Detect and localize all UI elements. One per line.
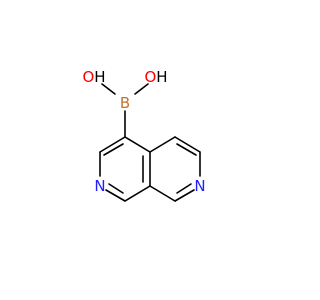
atom-nitrogen-left: N [94,177,105,195]
bond-c1-c8a [124,185,151,202]
bond-c8-c8a [149,185,176,202]
atom-oh-right: OH [144,68,167,86]
bond-c5-c6 [174,136,201,153]
bond-o-right-boron [134,83,149,95]
molecule-diagram: OH OH B N N [82,68,206,202]
bond-n2-c1 [105,189,126,202]
bond-group [99,83,201,202]
atom-nitrogen-right: N [194,177,205,195]
bond-n7-c8-double [176,183,192,194]
atom-oh-left: OH [82,68,105,86]
bond-c5-c6-double [176,143,197,156]
bond-c4a-c4 [124,136,151,153]
hydrogen-glyph: H [94,68,105,86]
bond-c4-c3-double [103,143,124,156]
oxygen-glyph: O [82,68,94,86]
bond-n2-c1-double [108,183,124,194]
bond-c4-c3 [99,136,126,153]
bond-n7-c8 [174,189,195,202]
hydrogen-glyph: H [156,68,167,86]
bond-o-left-boron [101,83,116,95]
bond-c4a-c5 [149,136,176,153]
oxygen-glyph: O [144,68,156,86]
atom-boron: B [120,94,130,112]
